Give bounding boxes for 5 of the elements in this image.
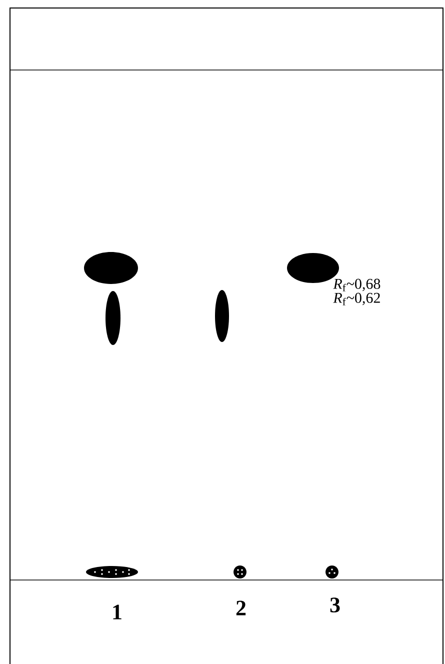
lane-number: 2 bbox=[236, 600, 246, 616]
rf-value: R$_{f}$~0,62 bbox=[333, 292, 380, 306]
lane-number: 1 bbox=[113, 604, 122, 620]
rf-value: R$_{f}$~0,68 bbox=[333, 278, 380, 292]
lane-number: 3 bbox=[330, 598, 340, 612]
